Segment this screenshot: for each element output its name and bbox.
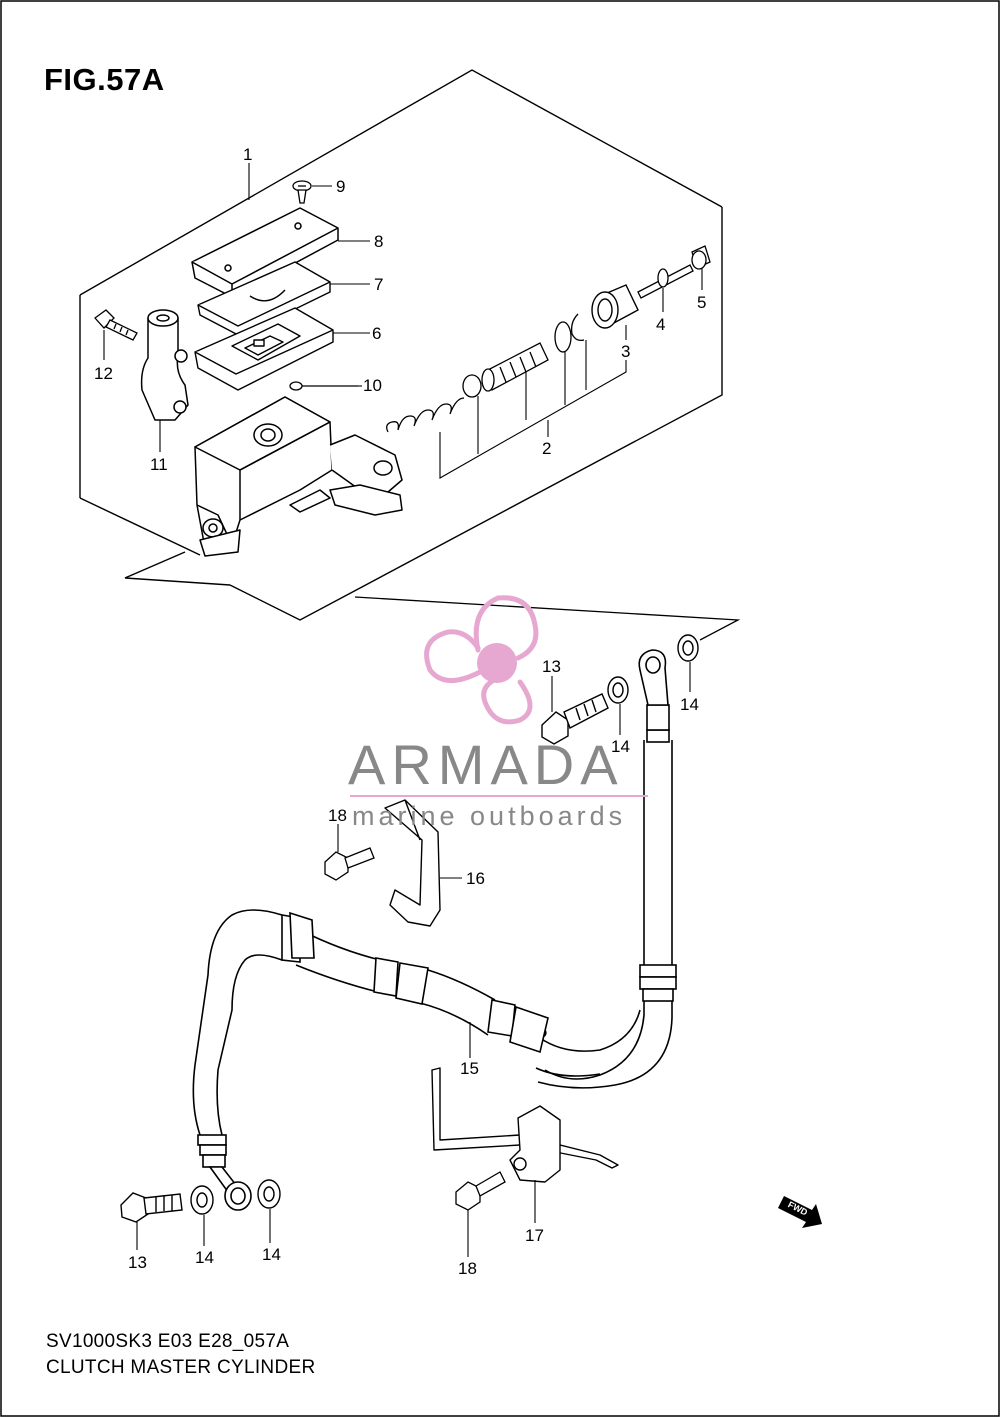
diagram-code: SV1000SK3 E03 E28_057A (46, 1331, 290, 1352)
master-cylinder-body (194, 396, 403, 557)
handlebar-clamp-part-11 (140, 309, 189, 421)
callout-3: 3 (621, 342, 630, 361)
bolt-part-18-upper (324, 847, 375, 881)
callout-13-lower: 13 (128, 1253, 147, 1272)
armada-watermark: ARMADA marine outboards (348, 595, 648, 831)
callout-2: 2 (542, 439, 551, 458)
diagram-name: CLUTCH MASTER CYLINDER (46, 1357, 316, 1378)
figure-title: FIG.57A (44, 62, 165, 97)
hose-clamp-part-17 (431, 1067, 619, 1183)
leader-lines-lower (136, 662, 691, 1257)
propeller-hub-icon (477, 643, 517, 683)
washer-part-14-upper-b (677, 634, 699, 662)
leader-lines-upper (103, 163, 703, 479)
plate-part-7 (197, 261, 331, 337)
clip-part-10 (289, 381, 358, 391)
master-cylinder-assembly-box (79, 69, 723, 621)
washer-part-14-lower-b (257, 1179, 281, 1209)
push-rod-part-4 (637, 264, 694, 299)
bolt-part-18-lower (455, 1171, 506, 1211)
washer-part-14-upper-a (607, 676, 629, 704)
callout-14-upper-right: 14 (680, 695, 699, 714)
callout-13-upper: 13 (542, 657, 561, 676)
watermark-brand: ARMADA (348, 733, 624, 796)
callout-10: 10 (363, 376, 382, 395)
callout-14-upper-mid: 14 (611, 737, 630, 756)
watermark-tagline: marine outboards (352, 801, 626, 831)
nut-part-5 (691, 245, 711, 270)
callout-6: 6 (372, 324, 381, 343)
forward-direction-arrow: FWD (778, 1196, 822, 1228)
hose-connection-box-line (354, 596, 741, 641)
propeller-logo-icon (424, 595, 539, 725)
callout-5: 5 (697, 293, 706, 312)
clutch-hose-part-15 (192, 649, 677, 1211)
callout-14-lower-left: 14 (195, 1248, 214, 1267)
callout-7: 7 (374, 275, 383, 294)
reservoir-cap-part-8 (191, 207, 339, 298)
callout-18-lower: 18 (458, 1259, 477, 1278)
callout-18-upper: 18 (328, 806, 347, 825)
bracket-part-16 (384, 799, 441, 927)
callout-11: 11 (150, 455, 168, 474)
callout-9: 9 (336, 177, 345, 196)
piston-kit-part-2 (386, 313, 585, 433)
callout-1: 1 (243, 145, 252, 164)
callout-8: 8 (374, 232, 383, 251)
callout-14-lower-right: 14 (262, 1245, 281, 1264)
callout-4: 4 (656, 315, 665, 334)
callout-12: 12 (94, 364, 113, 383)
callout-16: 16 (466, 869, 485, 888)
diaphragm-part-6 (194, 307, 334, 391)
callout-15: 15 (460, 1059, 479, 1078)
banjo-bolt-part-13-upper (541, 693, 609, 745)
callout-17: 17 (525, 1226, 544, 1245)
washer-part-14-lower-a (190, 1185, 214, 1215)
dust-boot-part-3 (591, 284, 639, 329)
screw-part-9 (292, 180, 312, 204)
banjo-bolt-part-13-lower (120, 1192, 183, 1223)
bolt-part-12 (94, 309, 138, 341)
callout-numbers: 1 9 8 7 6 10 12 11 5 4 3 2 13 14 14 18 1… (94, 145, 706, 1278)
